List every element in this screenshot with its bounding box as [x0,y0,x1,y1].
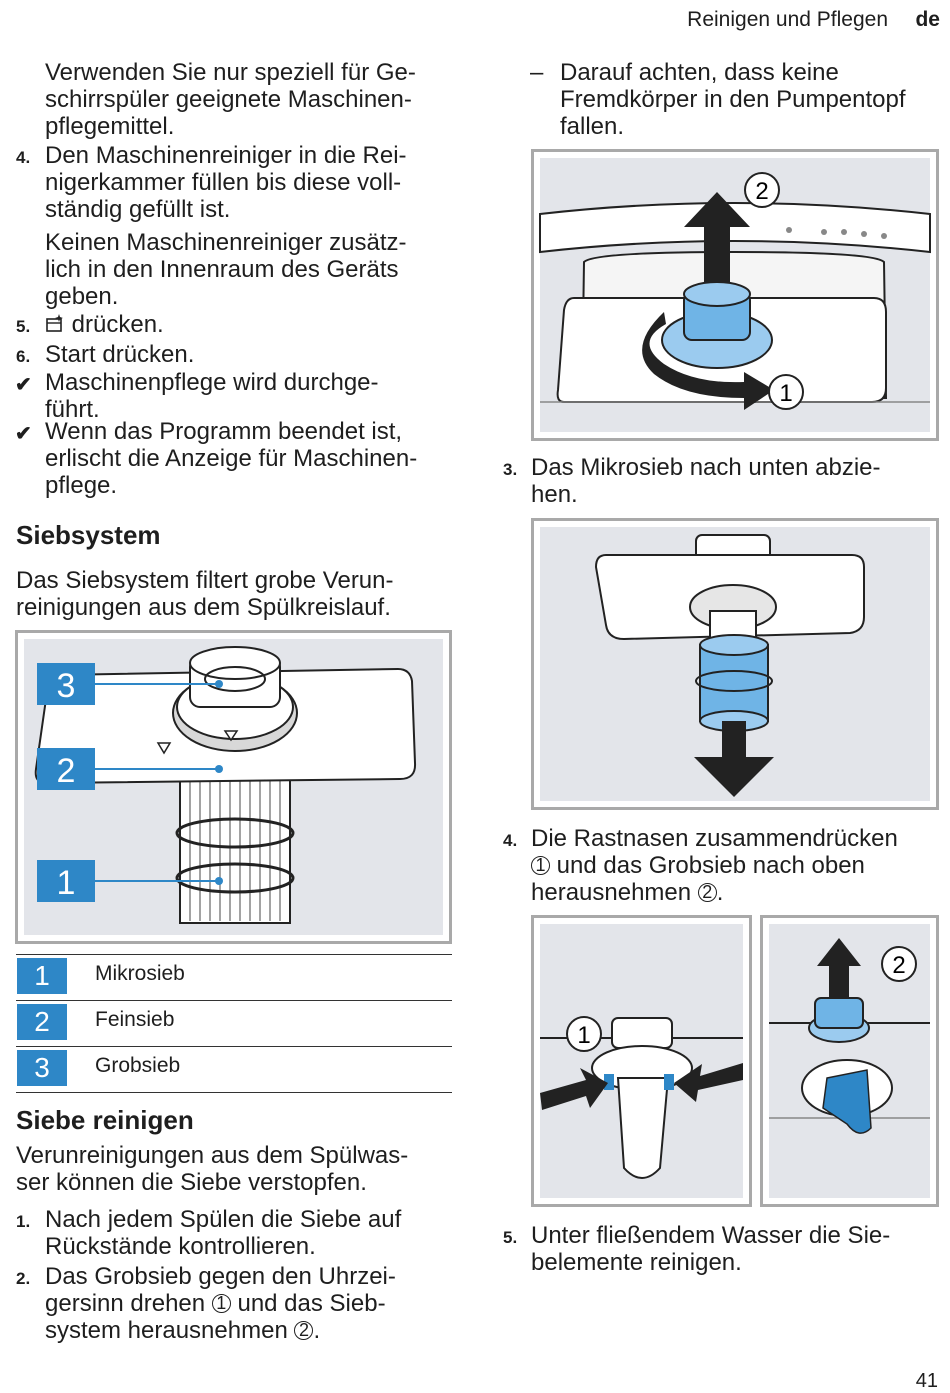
check-icon: ✔ [15,423,32,445]
figure-remove-filter-system: 2 1 [531,149,939,441]
start-button-label: Start [45,341,96,368]
legend-row: 1 Mikrosieb [16,954,452,1000]
step-4-right-text: Die Rastnasen zusammendrücken 1 und das … [531,825,898,906]
step-2-text: Das Grobsieb gegen den Uhrzei- gersinn d… [45,1263,396,1344]
rotate-arrow-icon [642,312,774,410]
step-number: 5. [503,1228,518,1247]
step-1-text: Nach jedem Spülen die Siebe auf Rückstän… [45,1206,402,1260]
callout-label: 1 [779,380,792,407]
siebsystem-description: Das Siebsystem filtert grobe Verun- rein… [16,567,394,621]
callout-label: 2 [755,178,768,205]
step-4-text: Den Maschinenreiniger in die Rei- nigerk… [45,142,407,223]
step-6-text: Start drücken. [45,341,195,368]
dash-bullet: – [530,59,544,86]
callout-2: 2 [37,748,223,790]
step-5-text: drücken. [45,311,164,338]
dash-item-text: Darauf achten, dass keine Fremdkörper in… [560,59,906,140]
figure-squeeze-latches: 1 [531,915,752,1207]
machine-care-icon [46,314,63,332]
header-language: de [915,8,940,31]
arrow-up-icon [817,938,861,998]
step-5-right-text: Unter fließendem Wasser die Sie- belemen… [531,1222,891,1276]
circled-number-2 [881,946,917,982]
arrow-up-icon [684,192,750,282]
legend-label: Mikrosieb [95,962,185,985]
callout-label: 2 [892,952,905,979]
callout-label: 1 [577,1022,590,1049]
figure-pull-microfilter [531,518,939,810]
step-number: 5. [16,317,31,336]
page-number: 41 [915,1370,938,1392]
step-4-note: Keinen Maschinenreiniger zusätz- lich in… [45,229,407,310]
figure-filter-system: 3 2 1 [15,630,452,944]
circled-number-2: 2 [294,1321,314,1340]
legend-number: 1 [17,958,67,994]
circled-number-1: 1 [211,1294,231,1313]
check-icon: ✔ [15,374,32,396]
result-1-text: Maschinenpflege wird durchge- führt. [45,369,379,423]
header-section-title: Reinigen und Pflegen [687,8,888,31]
step-number: 4. [16,148,31,167]
circled-number-2: 2 [697,883,717,902]
callout-1: 1 [37,860,223,902]
siebe-description: Verunreinigungen aus dem Spülwas- ser kö… [16,1142,409,1196]
step-number: 6. [16,347,31,366]
step-number: 4. [503,831,518,850]
figure-legend: 1 Mikrosieb 2 Feinsieb 3 Grobsieb [16,954,452,1093]
circled-number-1 [566,1016,602,1052]
step-number: 3. [503,460,518,479]
result-2-text: Wenn das Programm beendet ist, erlischt … [45,418,418,499]
step-3-text: Das Mikrosieb nach unten abzie- hen. [531,454,881,508]
legend-row: 2 Feinsieb [16,1000,452,1046]
legend-label: Grobsieb [95,1054,181,1077]
step-number: 2. [16,1269,31,1288]
callout-label: 2 [57,752,76,790]
callout-label: 3 [57,667,76,705]
callout-3: 3 [37,663,223,705]
circled-number-2 [744,172,780,208]
section-heading-siebsystem: Siebsystem [16,520,161,550]
intro-paragraph: Verwenden Sie nur speziell für Ge- schir… [45,59,416,140]
section-heading-siebe-reinigen: Siebe reinigen [16,1105,194,1135]
step-number: 1. [16,1212,31,1231]
legend-label: Feinsieb [95,1008,175,1031]
callout-label: 1 [57,864,76,902]
legend-number: 3 [17,1050,67,1086]
circled-number-1: 1 [531,856,550,875]
legend-number: 2 [17,1004,67,1040]
legend-row: 3 Grobsieb [16,1046,452,1093]
circled-number-1 [768,374,804,410]
figure-lift-coarse-filter: 2 [760,915,939,1207]
arrow-down-icon [694,721,774,797]
